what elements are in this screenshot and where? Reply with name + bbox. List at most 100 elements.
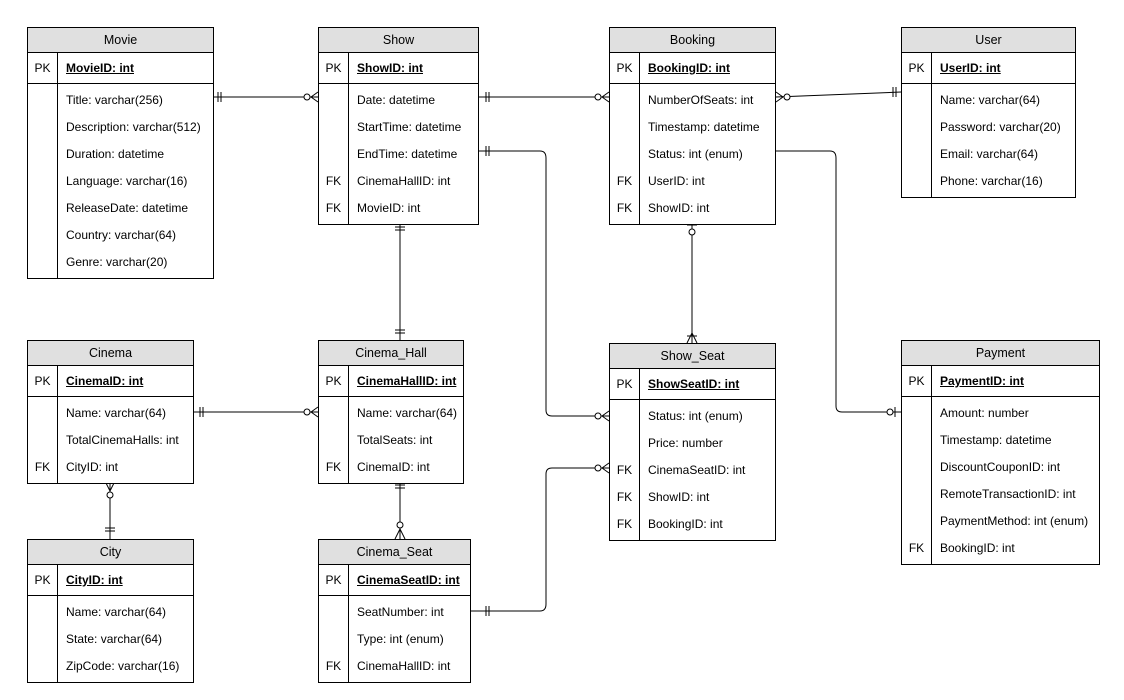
field-list: Name: varchar(64) State: varchar(64) ZipCo…: [28, 596, 193, 682]
field-name: EndTime: datetime: [357, 147, 458, 161]
optional-marker: [594, 93, 602, 101]
optional-marker: [783, 93, 791, 101]
primary-key-field: ShowSeatID: int: [648, 377, 740, 391]
field-row: Phone: varchar(16): [902, 168, 1075, 195]
field-row: Name: varchar(64): [319, 400, 463, 427]
field-row: Name: varchar(64): [28, 400, 193, 427]
crows-foot-marker: [310, 411, 319, 418]
field-row: EndTime: datetime: [319, 141, 478, 168]
field-name: Duration: datetime: [66, 147, 165, 161]
field-row: Price: number: [610, 430, 775, 457]
field-name: Name: varchar(64): [66, 605, 167, 619]
crows-foot-marker: [601, 410, 610, 417]
entity-title: Cinema: [28, 341, 193, 366]
field-row: Name: varchar(64): [28, 599, 193, 626]
field-row: DiscountCouponID: int: [902, 454, 1099, 481]
key-column-divider: [902, 397, 932, 564]
key-column-divider: [610, 369, 640, 399]
primary-key-field: PaymentID: int: [940, 374, 1025, 388]
field-name: Timestamp: datetime: [940, 433, 1052, 447]
key-column-divider: [610, 84, 640, 224]
key-column-divider: [902, 53, 932, 83]
crows-foot-marker: [601, 467, 610, 474]
field-name: Language: varchar(16): [66, 174, 188, 188]
field-name: CinemaSeatID: int: [648, 463, 746, 477]
field-row: Password: varchar(20): [902, 114, 1075, 141]
show-showseat-link: [479, 150, 609, 417]
optional-marker: [594, 464, 602, 472]
field-row: Description: varchar(512): [28, 114, 213, 141]
field-row: StartTime: datetime: [319, 114, 478, 141]
field-name: Name: varchar(64): [357, 406, 458, 420]
cinemaseat-showseat-link: [471, 467, 609, 612]
booking-payment-link: [776, 150, 901, 413]
optional-marker: [594, 412, 602, 420]
field-name: Title: varchar(256): [66, 93, 163, 107]
field-row: FK CinemaSeatID: int: [610, 457, 775, 484]
key-marker: PK: [325, 573, 342, 587]
key-marker: FK: [908, 541, 925, 555]
field-name: PaymentMethod: int (enum): [940, 514, 1089, 528]
field-name: BookingID: int: [940, 541, 1015, 555]
primary-key-field: CityID: int: [66, 573, 123, 587]
field-name: CinemaHallID: int: [357, 659, 451, 673]
field-row: Timestamp: datetime: [902, 427, 1099, 454]
entity-title: Show_Seat: [610, 344, 775, 369]
entity-title: Booking: [610, 28, 775, 53]
key-marker: FK: [616, 517, 633, 531]
field-name: Timestamp: datetime: [648, 120, 760, 134]
field-name: TotalSeats: int: [357, 433, 433, 447]
field-row: FK BookingID: int: [610, 511, 775, 538]
field-row: Timestamp: datetime: [610, 114, 775, 141]
crows-foot-marker: [775, 91, 784, 98]
field-name: DiscountCouponID: int: [940, 460, 1061, 474]
key-marker: FK: [325, 201, 342, 215]
field-name: Password: varchar(20): [940, 120, 1061, 134]
crows-foot-marker: [686, 332, 693, 344]
field-name: BookingID: int: [648, 517, 723, 531]
key-marker: FK: [616, 201, 633, 215]
primary-key-row: PK ShowSeatID: int: [610, 369, 775, 400]
key-column-divider: [319, 596, 349, 682]
key-column-divider: [28, 397, 58, 483]
field-name: RemoteTransactionID: int: [940, 487, 1076, 501]
field-name: ZipCode: varchar(16): [66, 659, 180, 673]
key-marker: FK: [616, 463, 633, 477]
crows-foot-marker: [601, 91, 610, 98]
primary-key-field: MovieID: int: [66, 61, 134, 75]
field-name: Description: varchar(512): [66, 120, 201, 134]
field-row: Type: int (enum): [319, 626, 470, 653]
field-row: TotalSeats: int: [319, 427, 463, 454]
field-name: State: varchar(64): [66, 632, 163, 646]
primary-key-field: CinemaID: int: [66, 374, 144, 388]
field-row: FK BookingID: int: [902, 535, 1099, 562]
crows-foot-marker: [601, 96, 610, 103]
field-row: Date: datetime: [319, 87, 478, 114]
key-column-divider: [28, 53, 58, 83]
field-name: CityID: int: [66, 460, 119, 474]
key-marker: PK: [325, 374, 342, 388]
crows-foot-marker: [394, 528, 401, 540]
key-column-divider: [319, 565, 349, 595]
primary-key-field: ShowID: int: [357, 61, 423, 75]
key-marker: PK: [908, 61, 925, 75]
key-marker: PK: [616, 377, 633, 391]
field-name: Status: int (enum): [648, 409, 743, 423]
